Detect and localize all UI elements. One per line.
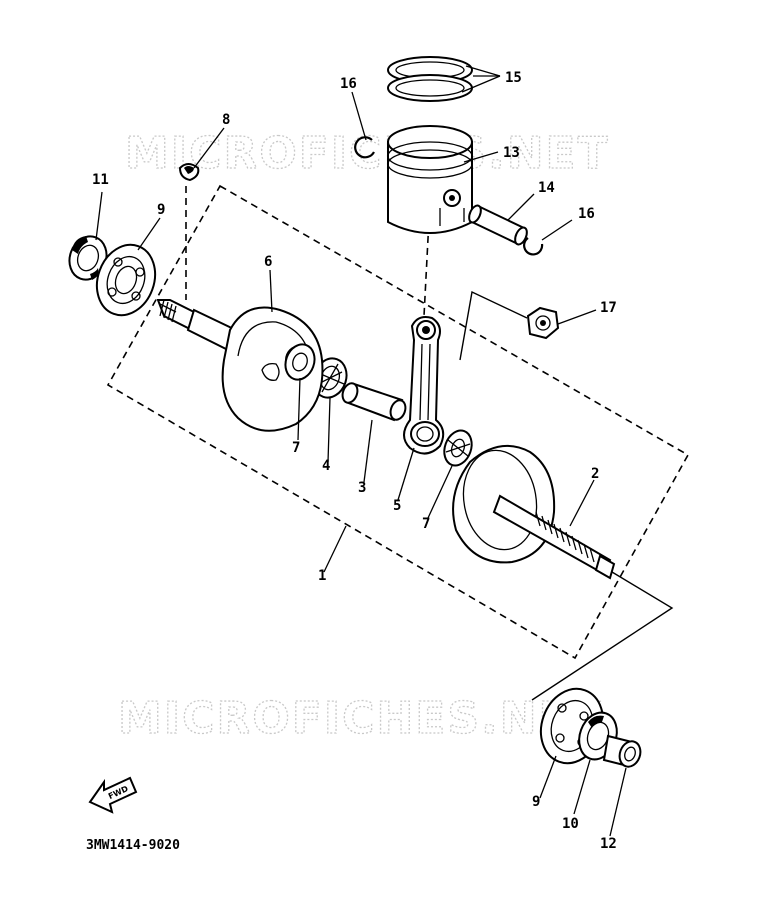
collar — [602, 734, 642, 768]
callout-14: 14 — [538, 180, 555, 196]
leader-lines — [95, 65, 627, 837]
callout-2: 2 — [591, 466, 599, 482]
wristpin-axis-line — [423, 199, 431, 317]
callout-7-left: 7 — [292, 440, 300, 456]
callout-16-top: 16 — [340, 76, 357, 92]
end-bearing-link — [531, 571, 674, 701]
right-crank-half — [452, 445, 616, 580]
watermark-bottom: MICROFICHES.NET — [118, 693, 603, 744]
callout-6: 6 — [264, 254, 272, 270]
circlip-right — [523, 237, 544, 256]
piston — [387, 125, 473, 234]
circlip-top — [354, 136, 375, 159]
callout-7-right: 7 — [422, 516, 430, 532]
main-bearing-left — [95, 243, 157, 317]
oil-seal-left — [68, 235, 108, 281]
callout-16-right: 16 — [578, 206, 595, 222]
connecting-rod — [403, 316, 445, 455]
crank-assembly-box — [106, 184, 690, 660]
piston-rings — [387, 56, 473, 102]
callout-9-left: 9 — [157, 202, 165, 218]
nut-link-line — [459, 290, 528, 361]
callout-8: 8 — [222, 112, 230, 128]
callout-3: 3 — [358, 480, 366, 496]
callout-13: 13 — [503, 145, 520, 161]
callout-11: 11 — [92, 172, 109, 188]
callout-9-right: 9 — [532, 794, 540, 810]
callout-5: 5 — [393, 498, 401, 514]
callout-1: 1 — [318, 568, 326, 584]
nut — [526, 306, 560, 340]
callout-17: 17 — [600, 300, 617, 316]
callout-15: 15 — [505, 70, 522, 86]
diagram-code: 3MW1414-9020 — [86, 838, 180, 853]
crank-pin — [341, 382, 407, 422]
callout-4: 4 — [322, 458, 330, 474]
wrist-pin — [468, 204, 528, 246]
thrust-washer-right — [443, 429, 473, 467]
callout-12: 12 — [600, 836, 617, 852]
fwd-arrow-icon: FWD — [88, 776, 138, 814]
thrust-washer-left — [284, 343, 316, 381]
callout-10: 10 — [562, 816, 579, 832]
woodruff-key — [178, 163, 200, 182]
